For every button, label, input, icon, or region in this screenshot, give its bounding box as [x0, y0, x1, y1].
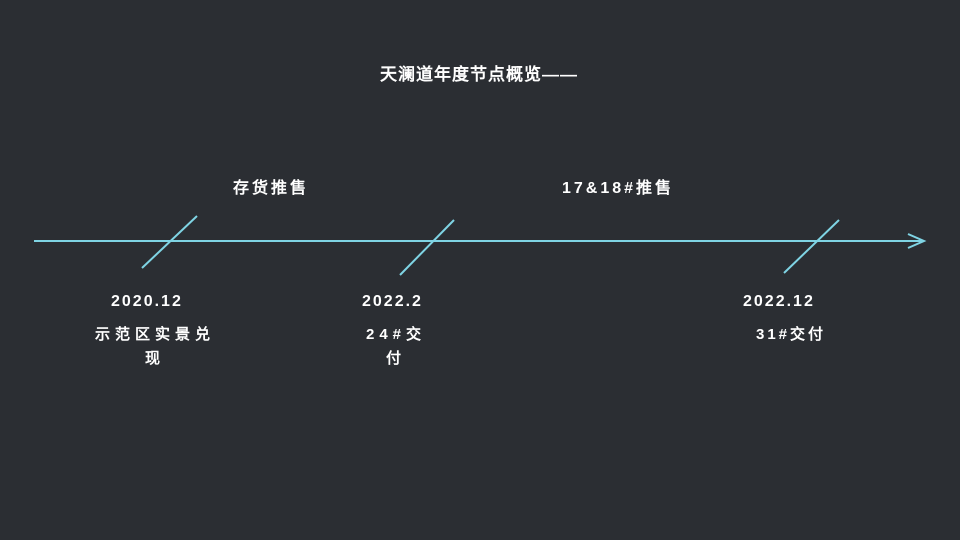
tick-slash-milestone-3 — [783, 219, 840, 274]
slide-title: 天澜道年度节点概览—— — [380, 65, 578, 84]
milestone-desc-24-delivery: 24#交付 — [365, 326, 427, 367]
timeline-arrowhead-icon — [907, 233, 927, 249]
tick-slash-milestone-2 — [399, 219, 455, 276]
tick-slash-milestone-1 — [141, 215, 198, 269]
milestone-date-2022-12: 2022.12 — [743, 293, 815, 310]
milestone-date-2022-2: 2022.2 — [362, 293, 423, 310]
phase-label-17-18-launch: 17&18#推售 — [562, 180, 675, 197]
milestone-date-2020-12: 2020.12 — [111, 293, 183, 310]
milestone-desc-demo-area: 示范区实景兑现 — [94, 326, 215, 367]
phase-label-inventory-launch: 存货推售 — [233, 180, 310, 197]
milestone-desc-31-delivery: 31#交付 — [755, 326, 827, 343]
